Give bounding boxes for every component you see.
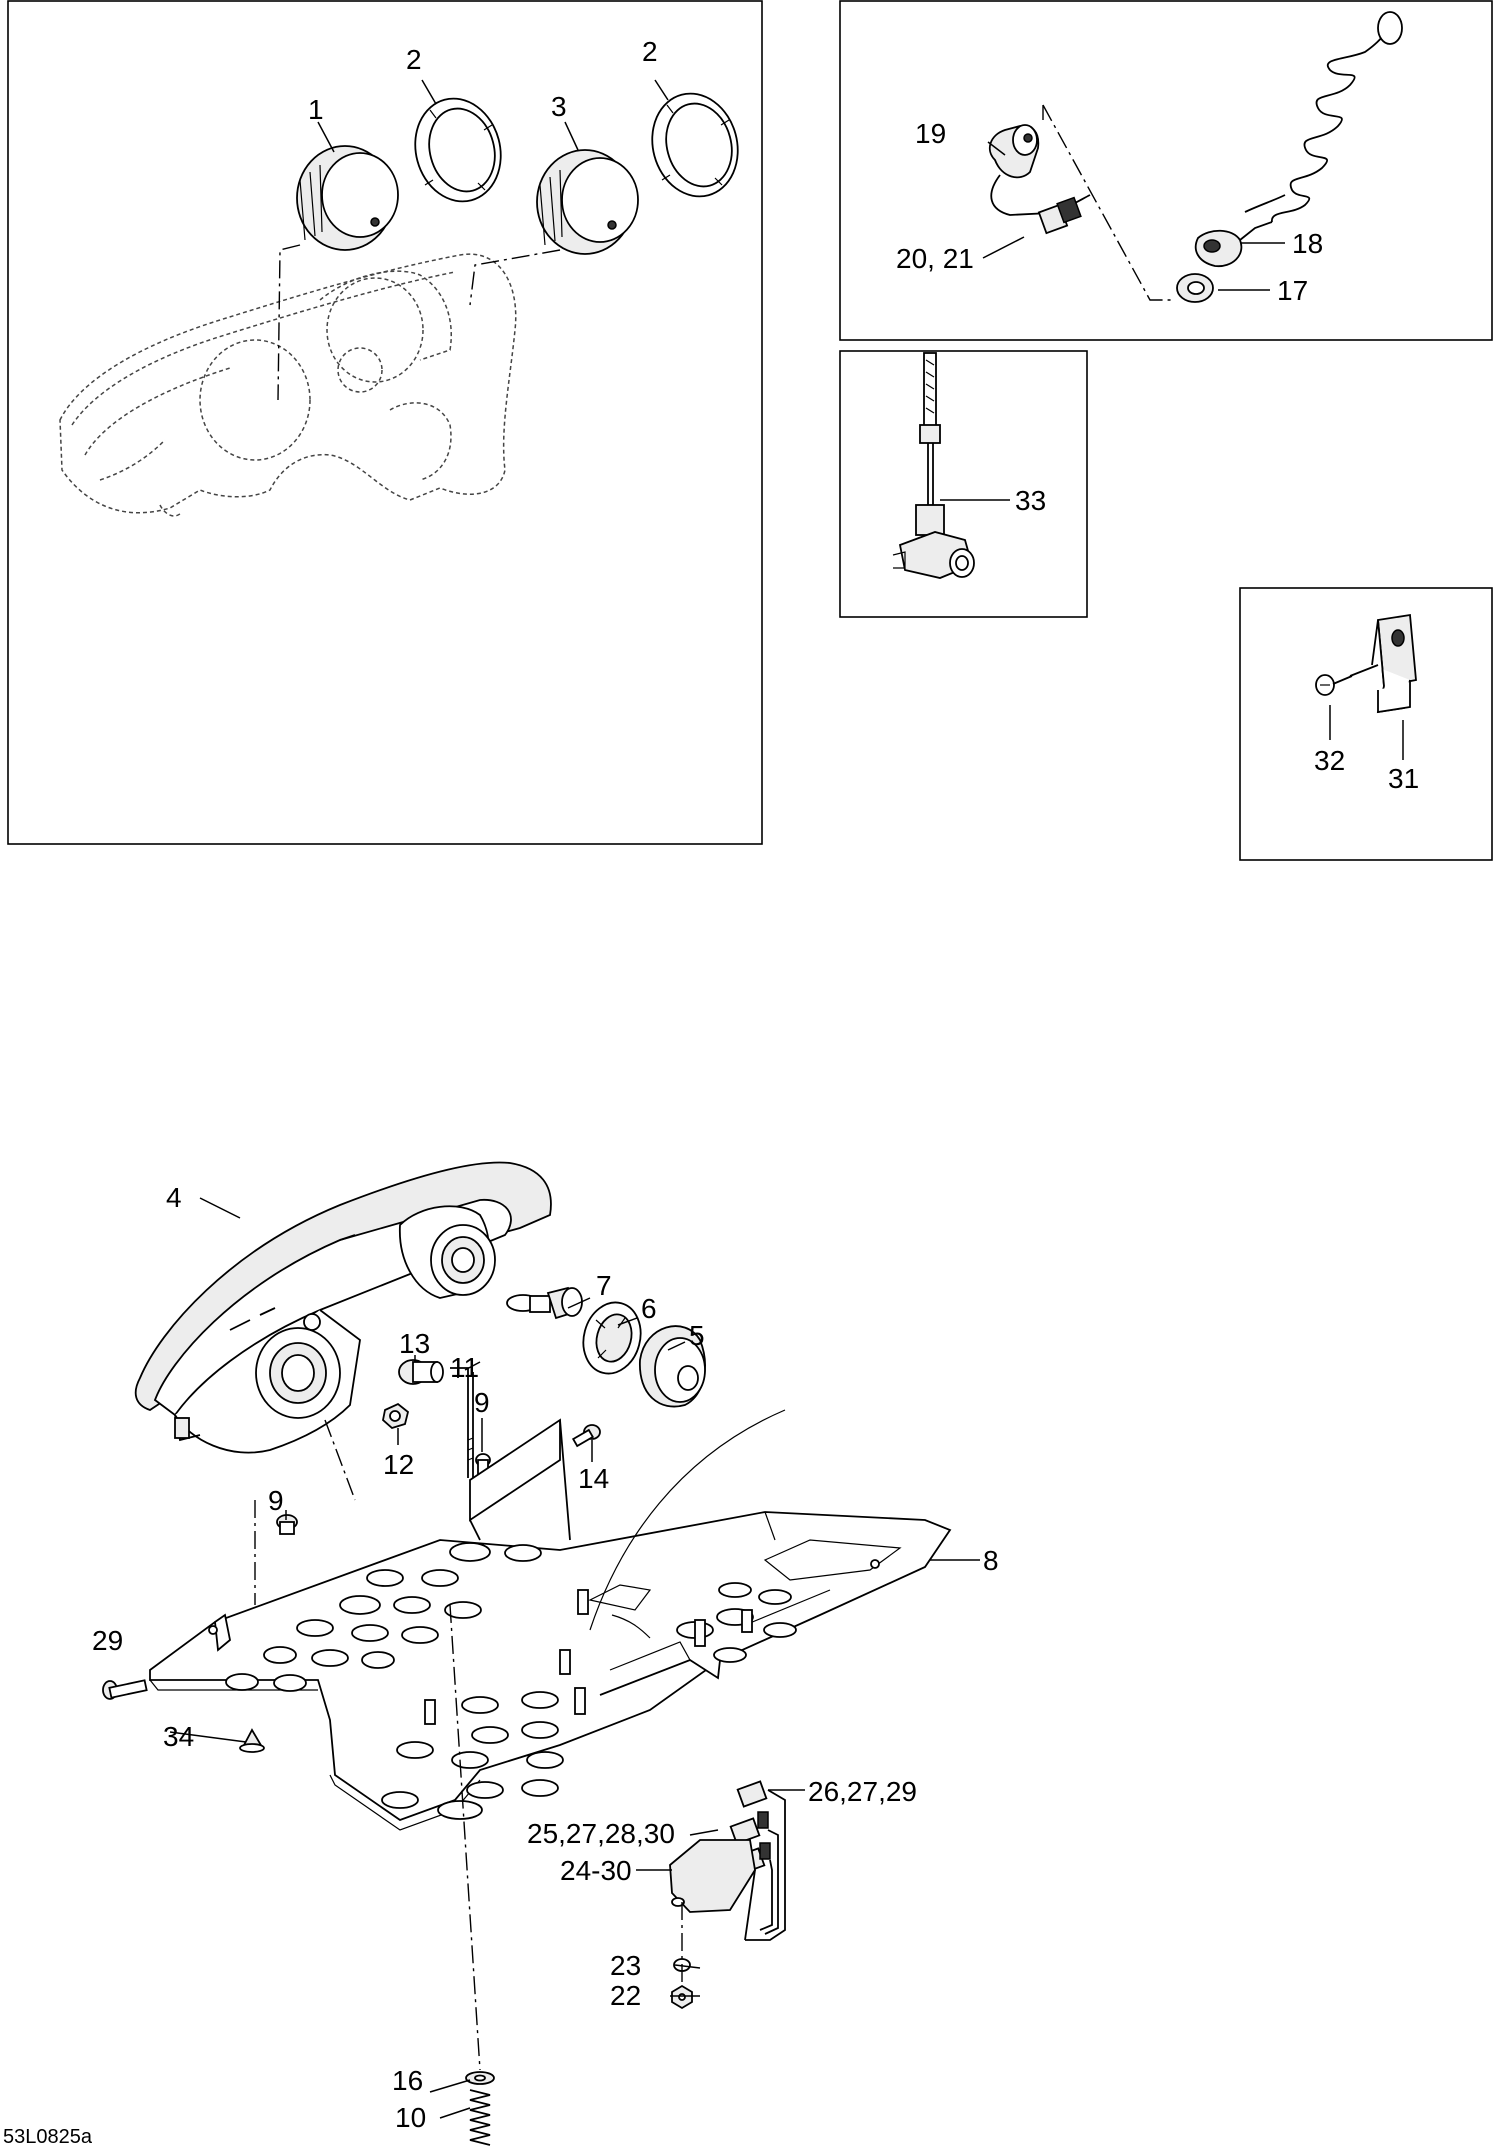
callout-13: 13 [399,1328,430,1359]
plate-holes [225,1542,797,1820]
mounting-plate [149,1511,952,1831]
callout-5: 5 [689,1320,705,1351]
callout-22: 22 [610,1980,641,2011]
callout-2a: 2 [406,44,422,75]
callout-14: 14 [578,1463,609,1494]
sensor-panel: 33 [839,350,1088,618]
clip-screw [1315,674,1353,696]
cluster-housing-outline [59,253,517,517]
adjusting-screw [450,1367,474,1478]
callout-9b: 9 [268,1485,284,1516]
callout-2b: 2 [642,36,658,67]
callout-7: 7 [596,1270,612,1301]
diagram-code: 53L0825a [3,2126,93,2148]
callout-33: 33 [1015,485,1046,516]
tachometer-gauge [536,149,639,255]
rubber-boot [639,1325,706,1408]
callout-12: 12 [383,1449,414,1480]
callout-24-30: 24-30 [560,1855,632,1886]
bracket-panel: 32 31 [1239,587,1493,861]
lamp-bracket-upright [469,1418,561,1522]
callout-8: 8 [983,1545,999,1576]
callout-18: 18 [1292,228,1323,259]
callout-6: 6 [641,1293,657,1324]
callout-19: 19 [915,118,946,149]
callout-20-21: 20, 21 [896,243,974,274]
plate-studs [424,1589,753,1725]
callout-11: 11 [450,1352,479,1383]
washer [465,2071,495,2085]
connector-harness [669,1780,786,1941]
adjust-nut [382,1402,410,1430]
plate-screw [276,1514,298,1535]
callout-9a: 9 [474,1387,490,1418]
headlight-assembly: 4 7 6 5 11 13 12 9 14 8 9 29 34 26,27,29… [92,1161,999,2146]
bracket-bolt [571,1424,601,1448]
sensor-probe [892,352,975,579]
callout-34: 34 [163,1721,194,1752]
headlight-bulb [506,1286,583,1320]
bulb-retaining-ring [582,1301,642,1375]
tether-cap [1194,229,1243,267]
plate-bolt [102,1679,148,1700]
headlamp-housing [134,1161,552,1454]
speedometer-gauge [296,145,399,251]
gauge-cluster-panel: 1 2 3 2 [7,0,763,845]
switch-connector [1037,196,1082,235]
callout-3: 3 [551,91,567,122]
callout-16: 16 [392,2065,423,2096]
callout-4: 4 [166,1182,182,1213]
adjust-knob [398,1359,444,1385]
plate-grommet [239,1728,265,1753]
callout-26-27-29: 26,27,29 [808,1776,917,1807]
clip-bracket [1349,613,1417,714]
ignition-switch [988,124,1091,216]
callout-29: 29 [92,1625,123,1656]
ignition-tether-panel: 19 18 17 20, 21 [839,0,1493,341]
compression-spring [469,2089,491,2146]
tether-clip [1377,11,1403,45]
bezel-ring-1 [414,97,502,203]
callout-32: 32 [1314,745,1345,776]
callout-23: 23 [610,1950,641,1981]
callout-1: 1 [308,94,324,125]
bezel-ring-2 [651,92,739,198]
callout-10: 10 [395,2102,426,2133]
callout-31: 31 [1388,763,1419,794]
ring-nut [1176,273,1214,303]
connector-nut [671,1984,693,2010]
callout-25-27-28-30: 25,27,28,30 [527,1818,675,1849]
callout-17: 17 [1277,275,1308,306]
